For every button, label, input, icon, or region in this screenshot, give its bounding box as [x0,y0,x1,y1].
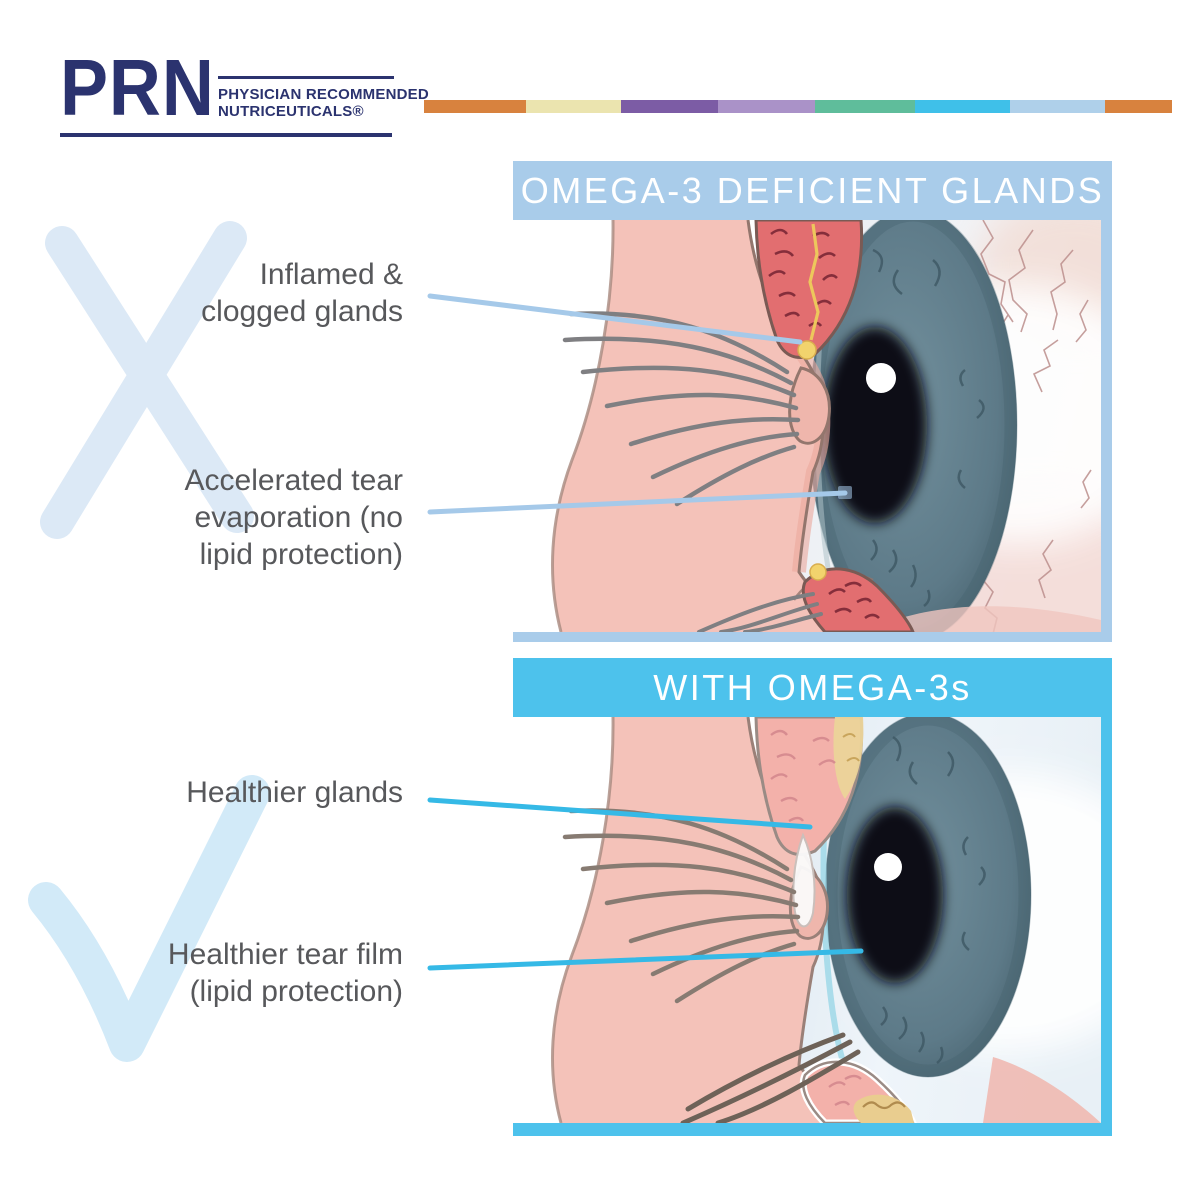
logo-divider-bottom [60,133,392,137]
meibum-texture [862,1101,906,1110]
pupil-highlight [866,363,896,393]
gland-texture [770,729,836,823]
panel-healthy-illustration-area [513,717,1112,1123]
prn-logo-acronym: PRN [60,43,215,132]
panel-deficient-bottom-border [513,632,1112,642]
panel-omega3-deficient: OMEGA-3 DEFICIENT GLANDS [513,161,1112,642]
clogged-duct-dot [797,340,817,360]
label-healthier-glands: Healthier glands [186,776,403,809]
panel-healthy-right-border [1101,717,1112,1123]
stripe-segment [621,100,718,113]
panel-deficient-illustration-area [513,220,1112,632]
gland-duct [808,223,820,341]
pupil-highlight [874,853,902,881]
panel-deficient-header: OMEGA-3 DEFICIENT GLANDS [513,161,1112,220]
prn-logo-tagline: PHYSICIAN RECOMMENDED NUTRICEUTICALS® [218,76,429,120]
stripe-segment [915,100,1010,113]
iris-texture [880,735,986,1064]
clogged-duct-dot [809,563,827,581]
logo-tagline-line1: PHYSICIAN RECOMMENDED [218,86,429,103]
logo-tagline-line2: NUTRICEUTICALS® [218,103,364,120]
stripe-segment [1010,100,1105,113]
panel-deficient-title: OMEGA-3 DEFICIENT GLANDS [520,169,1105,211]
lower-conjunctiva [863,606,1101,632]
brand-color-stripe [424,100,1172,113]
stripe-segment [815,100,915,113]
lower-meibomian-gland-healthy [799,1058,917,1123]
eye-illustration-deficient [513,220,1101,632]
iris-texture [870,248,985,607]
meibum-pool [833,717,864,799]
stripe-segment [526,100,621,113]
pupil [847,807,943,983]
healthy-oil-secretion [792,832,816,928]
eyelashes-lower [680,1032,861,1123]
meibum-texture [842,733,860,762]
caruncle [983,1057,1101,1123]
iris [824,717,1032,1078]
panel-with-omega3: WITH OMEGA-3s [513,658,1112,1136]
panel-healthy-title: WITH OMEGA-3s [653,666,972,708]
stripe-segment [424,100,526,113]
panel-healthy-header: WITH OMEGA-3s [513,658,1112,717]
label-accelerated-tear-evaporation: Accelerated tear evaporation (no lipid p… [184,464,403,571]
eye-illustration-healthy [513,717,1101,1123]
stripe-segment [718,100,815,113]
panel-deficient-right-border [1101,220,1112,632]
stripe-segment [1105,100,1172,113]
logo-divider-top [218,76,394,79]
eyelashes-lower [697,592,823,632]
label-healthier-tear-film: Healthier tear film (lipid protection) [167,938,403,1008]
lower-meibomian-gland-inflamed [792,563,915,632]
prn-logo: PRN PHYSICIAN RECOMMENDED NUTRICEUTICALS… [60,48,429,142]
iris [808,220,1018,632]
label-inflamed-clogged-glands: Inflamed & clogged glands [201,258,403,328]
panel-healthy-bottom-border [513,1123,1112,1136]
pupil [823,327,927,523]
